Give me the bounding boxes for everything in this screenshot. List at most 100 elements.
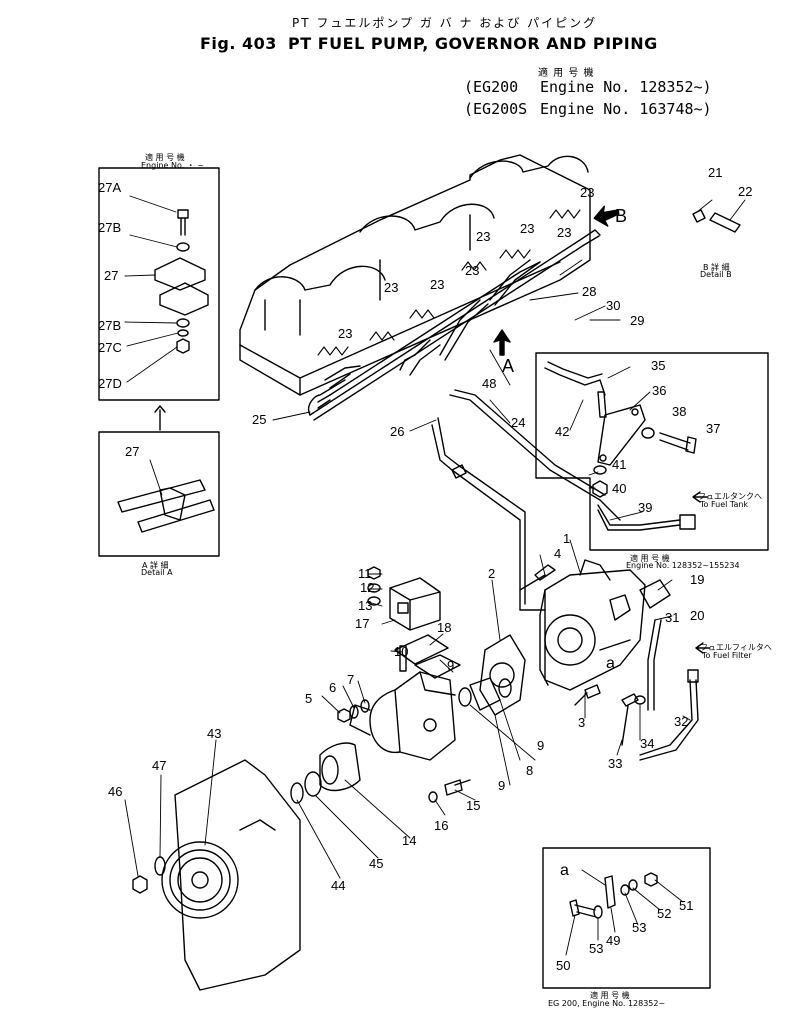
gasket-19 xyxy=(414,654,461,679)
fuel-line-35 xyxy=(544,367,606,396)
callout-41: 41 xyxy=(612,457,626,472)
callout-9: 9 xyxy=(447,658,454,673)
o-ring-9b xyxy=(498,678,512,698)
callout-20: 20 xyxy=(690,608,704,623)
applicable-jp: 適 用 号 機 xyxy=(538,68,595,79)
arrow-up xyxy=(154,405,166,431)
gasket-2 xyxy=(479,634,526,716)
bolt-33 xyxy=(621,693,639,746)
callout-51: 51 xyxy=(679,898,693,913)
washer-6 xyxy=(349,705,359,719)
inset-tl-jp: 適 用 号 機 xyxy=(145,153,185,162)
washer-17 xyxy=(428,791,438,803)
callout-27D: 27D xyxy=(98,376,122,391)
elbow-20 xyxy=(639,579,671,609)
callout-27B: 27B xyxy=(98,220,121,235)
inset-box-bottom xyxy=(542,847,711,989)
inset-tl-engine: Engine No. ・ ~ xyxy=(141,161,205,170)
callout-47: 47 xyxy=(152,758,166,773)
washer-13 xyxy=(367,583,381,593)
bottom-inset-parts xyxy=(569,872,658,919)
hose-31 xyxy=(647,619,662,711)
callout-13: 13 xyxy=(358,598,372,613)
callout-27C: 27C xyxy=(98,340,122,355)
washer-41 xyxy=(593,465,607,475)
callout-33: 33 xyxy=(608,756,622,771)
valve-18 xyxy=(389,577,441,631)
callout-44: 44 xyxy=(331,878,345,893)
callout-23: 23 xyxy=(338,326,352,341)
callout-37: 37 xyxy=(706,421,720,436)
callout-42: 42 xyxy=(555,424,569,439)
callout-49: 49 xyxy=(606,933,620,948)
callout-46: 46 xyxy=(108,784,122,799)
callout-53: 53 xyxy=(589,941,603,956)
inset-mr-jp: 適 用 号 機 xyxy=(630,554,670,563)
callout-23: 23 xyxy=(384,280,398,295)
callout-23: 23 xyxy=(520,221,534,236)
bolt-3 xyxy=(574,684,601,706)
washer-38 xyxy=(641,427,655,439)
connector-42 xyxy=(597,391,607,418)
callout-31: 31 xyxy=(665,610,679,625)
bolt-16 xyxy=(444,779,471,796)
nut-12 xyxy=(367,566,381,580)
callout-27B: 27B xyxy=(98,318,121,333)
callout-26: 26 xyxy=(390,424,404,439)
o-ring-45 xyxy=(304,771,322,797)
engine-line-2-model: (EG200S xyxy=(464,100,528,118)
callout-9: 9 xyxy=(537,738,544,753)
arrow-fuel-filter xyxy=(695,642,711,654)
callout-45: 45 xyxy=(369,856,383,871)
governor xyxy=(349,671,456,761)
inset-bottom-jp: 適 用 号 機 xyxy=(590,991,630,1000)
fig-label: Fig. 403 xyxy=(200,34,277,53)
washer-14 xyxy=(367,596,381,606)
callout-4: 4 xyxy=(554,546,561,561)
cover-10 xyxy=(394,634,449,665)
engine-line-2-text: Engine No. 163748~) xyxy=(540,100,712,118)
fuel-filter-jp: フュエルフィルタへ xyxy=(700,643,772,652)
callout-40: 40 xyxy=(612,481,626,496)
detail-a-parts xyxy=(117,479,215,533)
callout-14: 14 xyxy=(402,833,416,848)
stud-11 xyxy=(399,645,407,672)
callout-39: 39 xyxy=(638,500,652,515)
gasket-15 xyxy=(319,742,361,792)
callout-50: 50 xyxy=(556,958,570,973)
hose-39 xyxy=(597,504,681,531)
nut-5 xyxy=(337,708,351,723)
fuel-tank-en: To Fuel Tank xyxy=(700,500,749,509)
nut-40 xyxy=(592,480,608,498)
leader-lines xyxy=(124,195,746,956)
callout-11: 11 xyxy=(358,566,372,581)
seal-44 xyxy=(290,782,304,804)
callout-18: 18 xyxy=(437,620,451,635)
callout-27: 27 xyxy=(104,268,118,283)
detail-a-en: Detail A xyxy=(141,568,173,577)
inset-tl-parts xyxy=(154,209,209,354)
fuel-pump xyxy=(539,559,646,691)
callout-27: 27 xyxy=(125,444,139,459)
arrow-a xyxy=(493,329,511,356)
callout-23: 23 xyxy=(476,229,490,244)
callout-36: 36 xyxy=(652,383,666,398)
washer-47 xyxy=(154,856,166,876)
nut-46 xyxy=(132,875,148,894)
bolt-37 xyxy=(659,432,697,454)
inset-box-top-left xyxy=(98,167,220,401)
callout-6: 6 xyxy=(329,680,336,695)
jp-title: PT フュエルポンプ ガ バ ナ および パイピング xyxy=(292,16,598,30)
callout-21: 21 xyxy=(708,165,722,180)
hose-32 xyxy=(639,679,699,761)
callout-34: 34 xyxy=(640,736,654,751)
callout-23: 23 xyxy=(557,225,571,240)
callout-24: 24 xyxy=(511,415,525,430)
letter-a-small-2: a xyxy=(560,862,569,879)
letter-b-big: B xyxy=(615,206,627,226)
callout-9: 9 xyxy=(498,778,505,793)
arrow-fuel-tank xyxy=(692,491,709,503)
callout-52: 52 xyxy=(657,906,671,921)
callout-12: 12 xyxy=(360,580,374,595)
